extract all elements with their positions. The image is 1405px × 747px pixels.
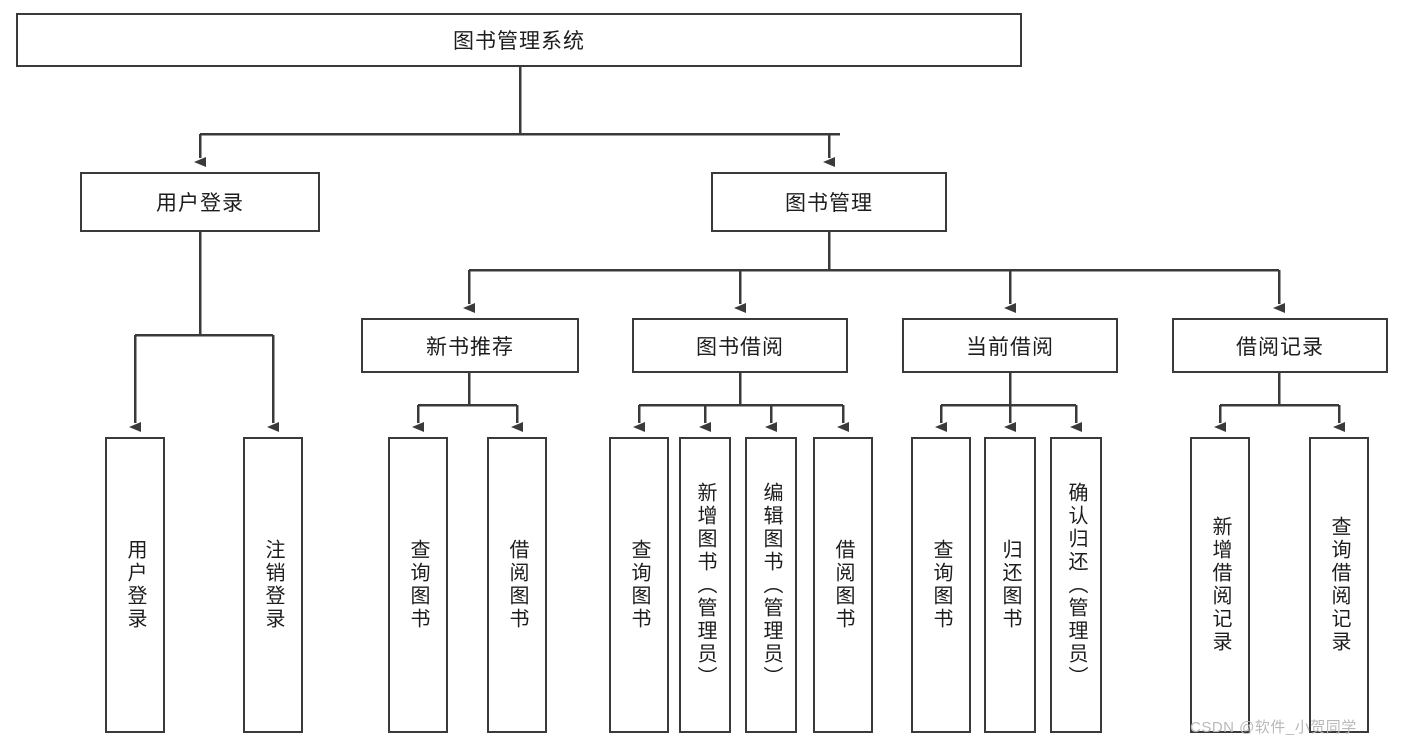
node-borrow-record[interactable]: 借阅记录: [1172, 318, 1388, 373]
node-leaf-query-book-1-label: 查询图书: [407, 539, 429, 631]
node-leaf-query-book-3[interactable]: 查询图书: [911, 437, 971, 733]
node-leaf-add-book[interactable]: 新增图书（管理员）: [679, 437, 731, 733]
node-leaf-user-logout[interactable]: 注销登录: [243, 437, 303, 733]
node-leaf-query-book-2-label: 查询图书: [628, 539, 650, 631]
node-book-borrow[interactable]: 图书借阅: [632, 318, 848, 373]
node-leaf-user-login-label: 用户登录: [124, 539, 146, 631]
node-leaf-borrow-book-2-label: 借阅图书: [832, 539, 854, 631]
node-leaf-query-book-2[interactable]: 查询图书: [609, 437, 669, 733]
node-leaf-return-book[interactable]: 归还图书: [984, 437, 1036, 733]
node-new-book-recommend-label: 新书推荐: [426, 335, 514, 359]
node-current-borrow[interactable]: 当前借阅: [902, 318, 1118, 373]
node-leaf-query-borrow-record-label: 查询借阅记录: [1328, 516, 1350, 654]
node-root-label: 图书管理系统: [453, 30, 585, 53]
node-new-book-recommend[interactable]: 新书推荐: [361, 318, 579, 373]
node-leaf-add-book-label: 新增图书（管理员）: [694, 481, 716, 689]
node-leaf-query-book-3-label: 查询图书: [930, 539, 952, 631]
node-current-borrow-label: 当前借阅: [966, 335, 1054, 359]
node-leaf-borrow-book-1[interactable]: 借阅图书: [487, 437, 547, 733]
node-book-borrow-label: 图书借阅: [696, 335, 784, 359]
node-leaf-edit-book[interactable]: 编辑图书（管理员）: [745, 437, 797, 733]
node-leaf-confirm-return-label: 确认归还（管理员）: [1065, 481, 1087, 689]
node-user-login-label: 用户登录: [156, 192, 244, 215]
node-user-login[interactable]: 用户登录: [80, 172, 320, 232]
node-leaf-add-borrow-record[interactable]: 新增借阅记录: [1190, 437, 1250, 733]
node-leaf-user-login[interactable]: 用户登录: [105, 437, 165, 733]
node-leaf-user-logout-label: 注销登录: [262, 539, 284, 631]
node-book-management-label: 图书管理: [785, 192, 873, 215]
node-leaf-edit-book-label: 编辑图书（管理员）: [760, 481, 782, 689]
node-borrow-record-label: 借阅记录: [1236, 335, 1324, 359]
node-leaf-query-book-1[interactable]: 查询图书: [388, 437, 448, 733]
node-leaf-borrow-book-1-label: 借阅图书: [506, 539, 528, 631]
node-leaf-borrow-book-2[interactable]: 借阅图书: [813, 437, 873, 733]
node-leaf-confirm-return[interactable]: 确认归还（管理员）: [1050, 437, 1102, 733]
node-root[interactable]: 图书管理系统: [16, 13, 1022, 67]
node-leaf-query-borrow-record[interactable]: 查询借阅记录: [1309, 437, 1369, 733]
watermark: CSDN @软件_小贺同学: [1190, 719, 1357, 736]
node-book-management[interactable]: 图书管理: [711, 172, 947, 232]
node-leaf-return-book-label: 归还图书: [999, 539, 1021, 631]
node-leaf-add-borrow-record-label: 新增借阅记录: [1209, 516, 1231, 654]
